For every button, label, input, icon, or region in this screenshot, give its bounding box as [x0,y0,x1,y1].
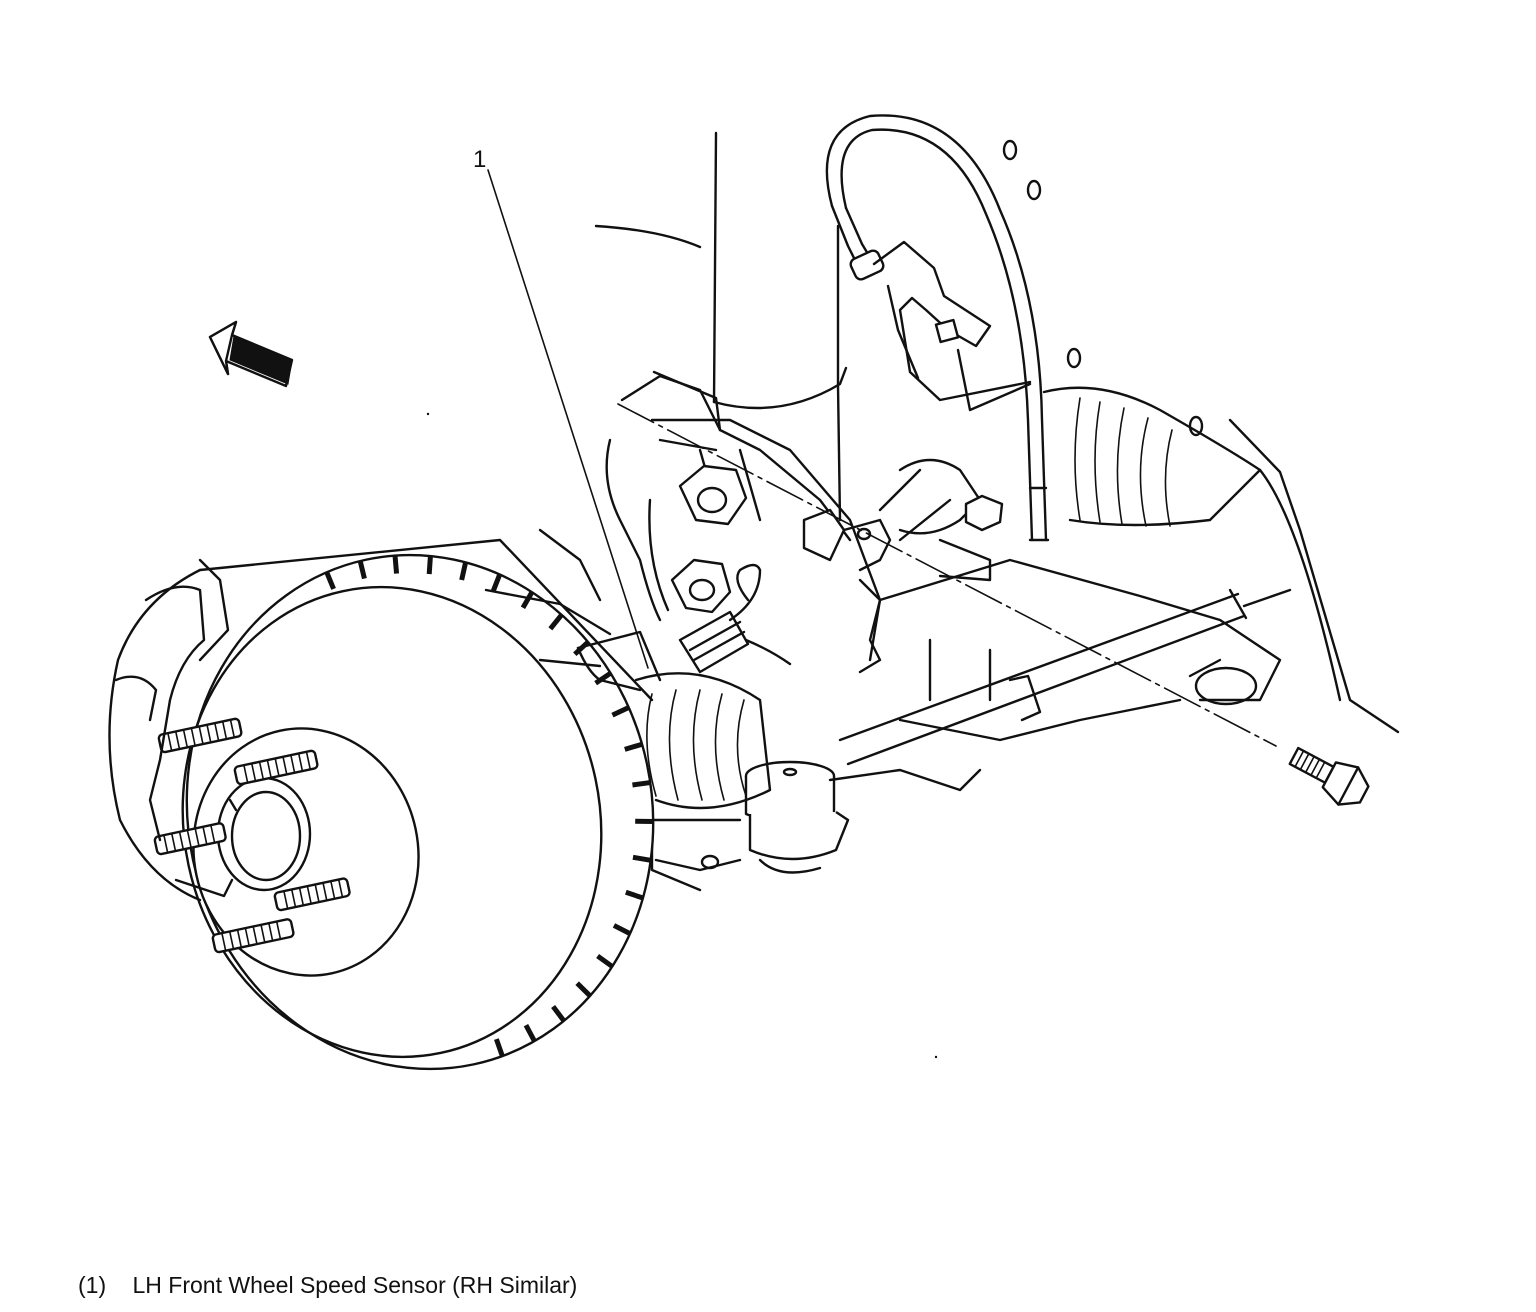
wheel-speed-sensor [678,563,792,674]
rotor-vane [575,981,592,998]
legend-number: (1) [78,1272,107,1298]
rotor-vane [548,613,564,631]
rotor-vane [494,1038,505,1057]
rotor-vane [632,780,651,788]
rotor-vane [632,854,652,863]
sensor-connector [802,508,892,674]
strut-assembly [594,131,848,522]
upper-nut [678,464,748,526]
rotor-vane [596,953,614,969]
wheel-studs [153,717,351,954]
callout-leader-line [487,169,649,669]
rotor-vane [520,590,535,609]
dust-shield [108,558,234,902]
frame-holes [1002,139,1204,437]
rotor-vane [426,555,433,575]
rotor-vane [324,571,336,590]
lower-control-arm [878,558,1282,742]
mounting-bolt [1288,746,1370,806]
ball-joint [878,458,1004,582]
rotor-vane [357,560,367,580]
legend-text: LH Front Wheel Speed Sensor (RH Similar) [132,1272,578,1298]
wheel-hub [192,727,420,977]
rotor-vane [624,741,643,752]
callout-number-1: 1 [473,146,487,173]
steering-boot [1042,386,1400,734]
tie-rod-end [650,760,982,892]
direction-arrow-icon [208,320,294,388]
rotor-vane [523,1024,537,1043]
rotor-vane [459,561,469,581]
rotor-vane [392,555,400,574]
wire-bracket [872,240,1032,412]
rotor-vane [612,923,632,936]
rotor-vane [490,573,502,593]
tie-rod [838,588,1292,766]
axle-boot [484,528,772,810]
legend-item-1: (1) LH Front Wheel Speed Sensor (RH Simi… [78,1272,577,1299]
sensor-wire [825,114,1050,542]
exploded-view-centerline [617,403,1277,747]
rotor-vane [625,889,644,901]
rotor-vane [551,1004,566,1023]
lower-nut [670,558,732,614]
rotor-vane [611,705,630,718]
rotor-vane [594,671,612,686]
